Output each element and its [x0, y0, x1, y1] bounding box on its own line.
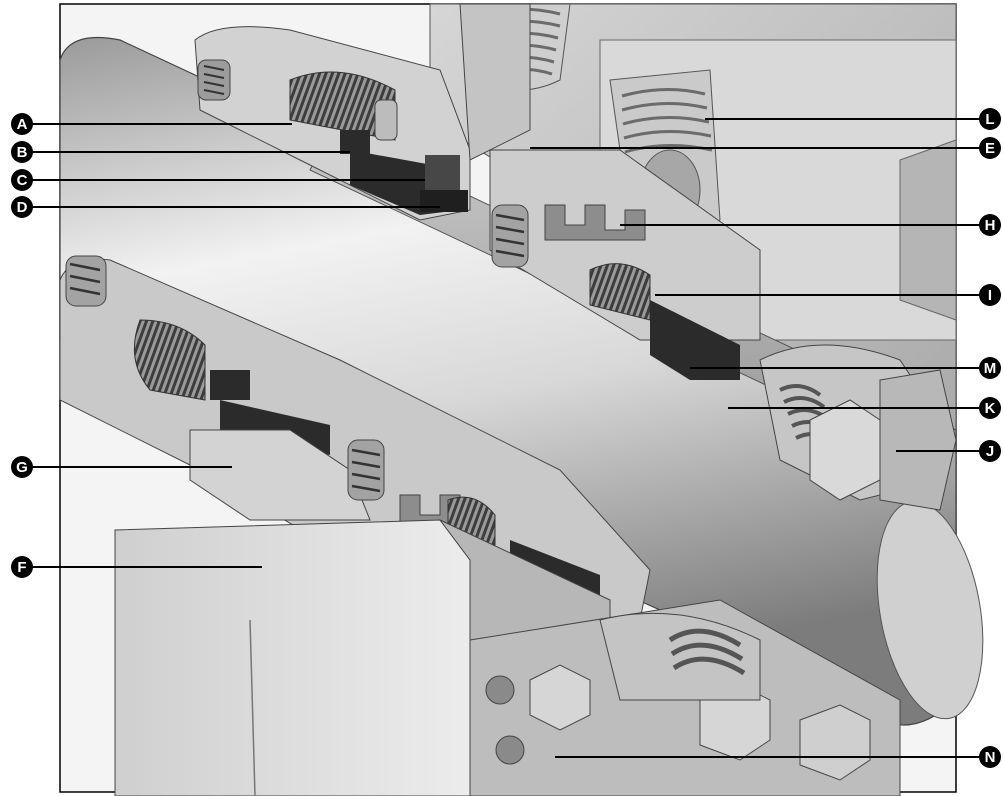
o-ring-lower-1: [210, 370, 250, 400]
callout-m: M: [979, 357, 1001, 379]
set-screw: [197, 59, 231, 101]
spring-pack-lower: [133, 319, 206, 401]
callout-g: G: [11, 456, 33, 478]
callout-i: I: [979, 284, 1001, 306]
gland-block-f: [114, 519, 471, 796]
callout-k: K: [979, 397, 1001, 419]
callout-a: A: [11, 113, 33, 135]
callout-e: E: [979, 137, 1001, 159]
leader-lines: [30, 118, 990, 758]
svg-text:F: F: [17, 559, 26, 576]
upper-seal-assembly: [194, 3, 531, 221]
svg-text:I: I: [988, 287, 992, 304]
seal-face-m: [650, 300, 740, 380]
svg-text:A: A: [17, 116, 28, 133]
callout-j: J: [979, 440, 1001, 462]
labyrinth-h: [544, 204, 646, 241]
lower-seal-assembly: [65, 255, 600, 600]
callout-f: F: [11, 556, 33, 578]
svg-text:C: C: [17, 172, 28, 189]
o-ring-d: [420, 190, 468, 212]
svg-text:L: L: [985, 111, 994, 128]
hex-bolt-head: [899, 139, 957, 321]
svg-text:J: J: [986, 443, 994, 460]
callout-d: D: [11, 196, 33, 218]
callout-c: C: [11, 169, 33, 191]
flange-n: [469, 599, 901, 796]
stationary-ring: [425, 155, 460, 195]
o-ring-b: [340, 130, 370, 154]
callout-l: L: [979, 108, 1001, 130]
drive-pin: [374, 99, 398, 141]
svg-text:H: H: [985, 217, 996, 234]
callout-n: N: [979, 746, 1001, 768]
svg-text:E: E: [985, 140, 995, 157]
svg-text:D: D: [17, 199, 28, 216]
svg-text:G: G: [16, 459, 28, 476]
clamp-bolt-j: [759, 344, 957, 511]
svg-text:N: N: [985, 749, 996, 766]
middle-seal-assembly: [489, 149, 761, 380]
svg-text:K: K: [985, 400, 996, 417]
callout-b: B: [11, 141, 33, 163]
svg-text:B: B: [17, 144, 28, 161]
callout-h: H: [979, 214, 1001, 236]
svg-text:M: M: [984, 360, 997, 377]
